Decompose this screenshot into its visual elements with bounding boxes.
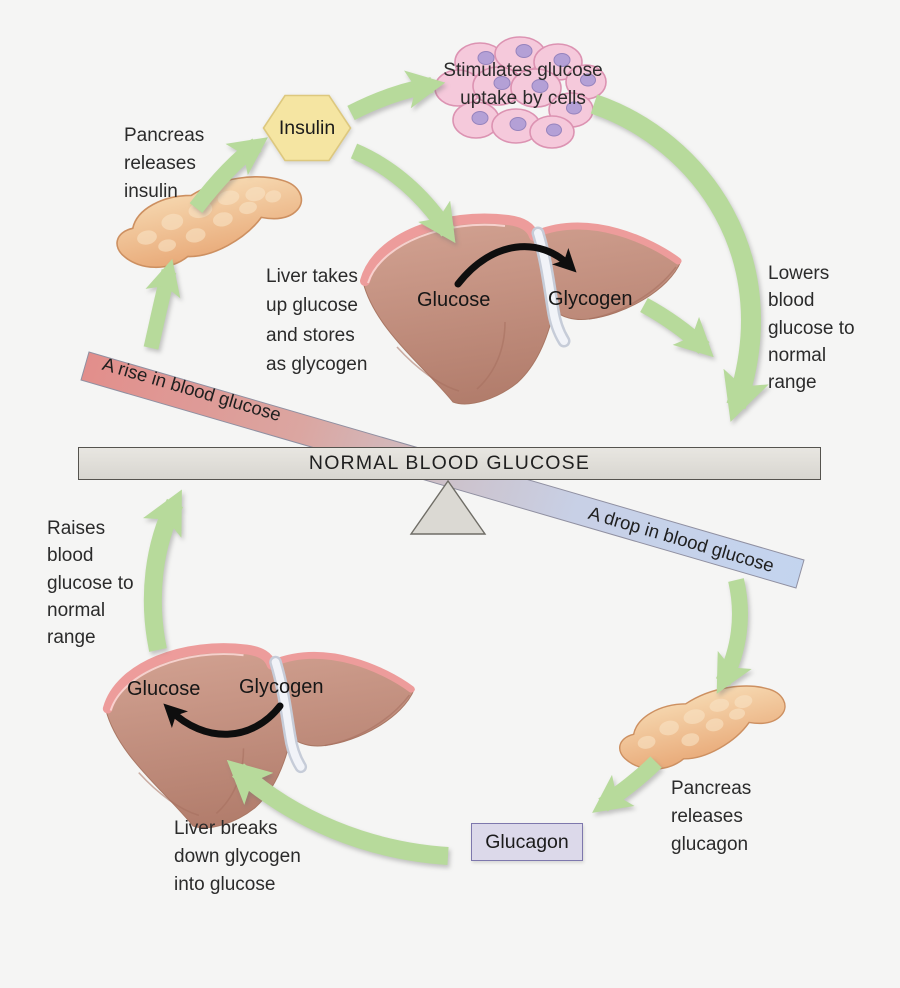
arrow-insulin-to-cells-icon	[347, 70, 446, 121]
arrow-rise-to-pancreas-icon	[143, 258, 181, 350]
liver-top-glycogen-label: Glycogen	[548, 288, 633, 310]
normal-blood-glucose-label: NORMAL BLOOD GLUCOSE	[308, 452, 591, 474]
pancreas-top-illustration	[116, 176, 303, 268]
arrow-pancreas-to-glucagon-icon	[592, 756, 662, 813]
arrow-raises-glucose-icon	[142, 489, 184, 652]
arrow-lowers-glucose-arc-icon	[590, 94, 769, 422]
insulin-hexagon-shape	[262, 94, 352, 162]
liver-top-glucose-label: Glucose	[417, 289, 491, 311]
lowers-glucose-caption: Lowers blood glucose to normal range	[768, 263, 855, 394]
insulin-hexagon	[262, 94, 352, 162]
arrow-glycogen-to-glucose-icon	[163, 702, 284, 738]
glucagon-box: Glucagon	[471, 823, 583, 861]
arrow-pancreas-to-insulin-icon	[189, 137, 268, 213]
normal-blood-glucose-bar: NORMAL BLOOD GLUCOSE	[78, 447, 821, 480]
pancreas-releases-insulin-caption: Pancreas releases insulin	[124, 125, 205, 203]
arrow-insulin-to-liver-icon	[350, 143, 456, 244]
pancreas-bottom-illustration	[619, 685, 786, 770]
pancreas-releases-glucagon-caption: Pancreas releases glucagon	[671, 778, 752, 856]
liver-top-illustration	[360, 213, 682, 405]
arrow-glucagon-to-liver-icon	[226, 759, 449, 865]
liver-bottom-illustration	[102, 643, 415, 829]
arrow-liver-output-icon	[640, 297, 714, 358]
raises-glucose-caption: Raises blood glucose to normal range	[47, 518, 134, 649]
fulcrum-triangle	[409, 479, 487, 535]
liver-bottom-glycogen-label: Glycogen	[239, 676, 324, 698]
cells-caption: Stimulates glucose uptake by cells	[443, 60, 603, 109]
liver-breaks-caption: Liver breaks down glycogen into glucose	[174, 818, 301, 896]
arrow-glucose-to-glycogen-icon	[454, 243, 577, 288]
insulin-label: Insulin	[278, 116, 336, 139]
body-cells-illustration	[434, 36, 607, 149]
glucagon-label: Glucagon	[485, 830, 569, 853]
liver-bottom-glucose-label: Glucose	[127, 678, 201, 700]
arrow-drop-to-pancreas-icon	[715, 578, 752, 694]
liver-stores-caption: Liver takes up glucose and stores as gly…	[266, 266, 368, 376]
